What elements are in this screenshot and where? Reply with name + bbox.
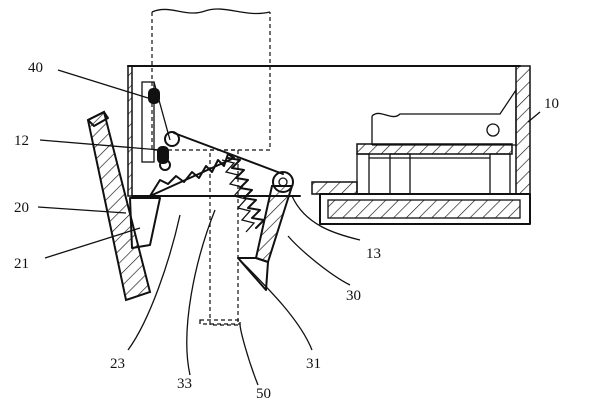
spring-40: [141, 81, 171, 164]
housing-10: [127, 65, 531, 197]
gear-23: [149, 153, 235, 197]
label-31: 31: [306, 356, 321, 372]
label-33: 33: [177, 376, 192, 392]
label-21: 21: [14, 256, 29, 272]
dashed-upper-column: [151, 8, 271, 151]
internal-block: [356, 87, 517, 195]
label-12: 12: [14, 133, 29, 149]
label-30: 30: [346, 288, 361, 304]
dashed-lower-column: [199, 149, 241, 326]
label-20: 20: [14, 200, 29, 216]
label-23: 23: [110, 356, 125, 372]
label-40: 40: [28, 60, 43, 76]
left-lever-20: [86, 110, 152, 302]
spring-33: [221, 157, 265, 233]
label-13: 13: [366, 246, 381, 262]
leader-lines: [37, 69, 541, 386]
right-lever-30: [237, 171, 294, 291]
cable: [173, 132, 284, 175]
labels: 40 12 20 21 23 33 50 31 30 13 10: [14, 60, 559, 402]
base-plate: [311, 181, 531, 225]
label-50: 50: [256, 386, 271, 402]
label-10: 10: [544, 96, 559, 112]
